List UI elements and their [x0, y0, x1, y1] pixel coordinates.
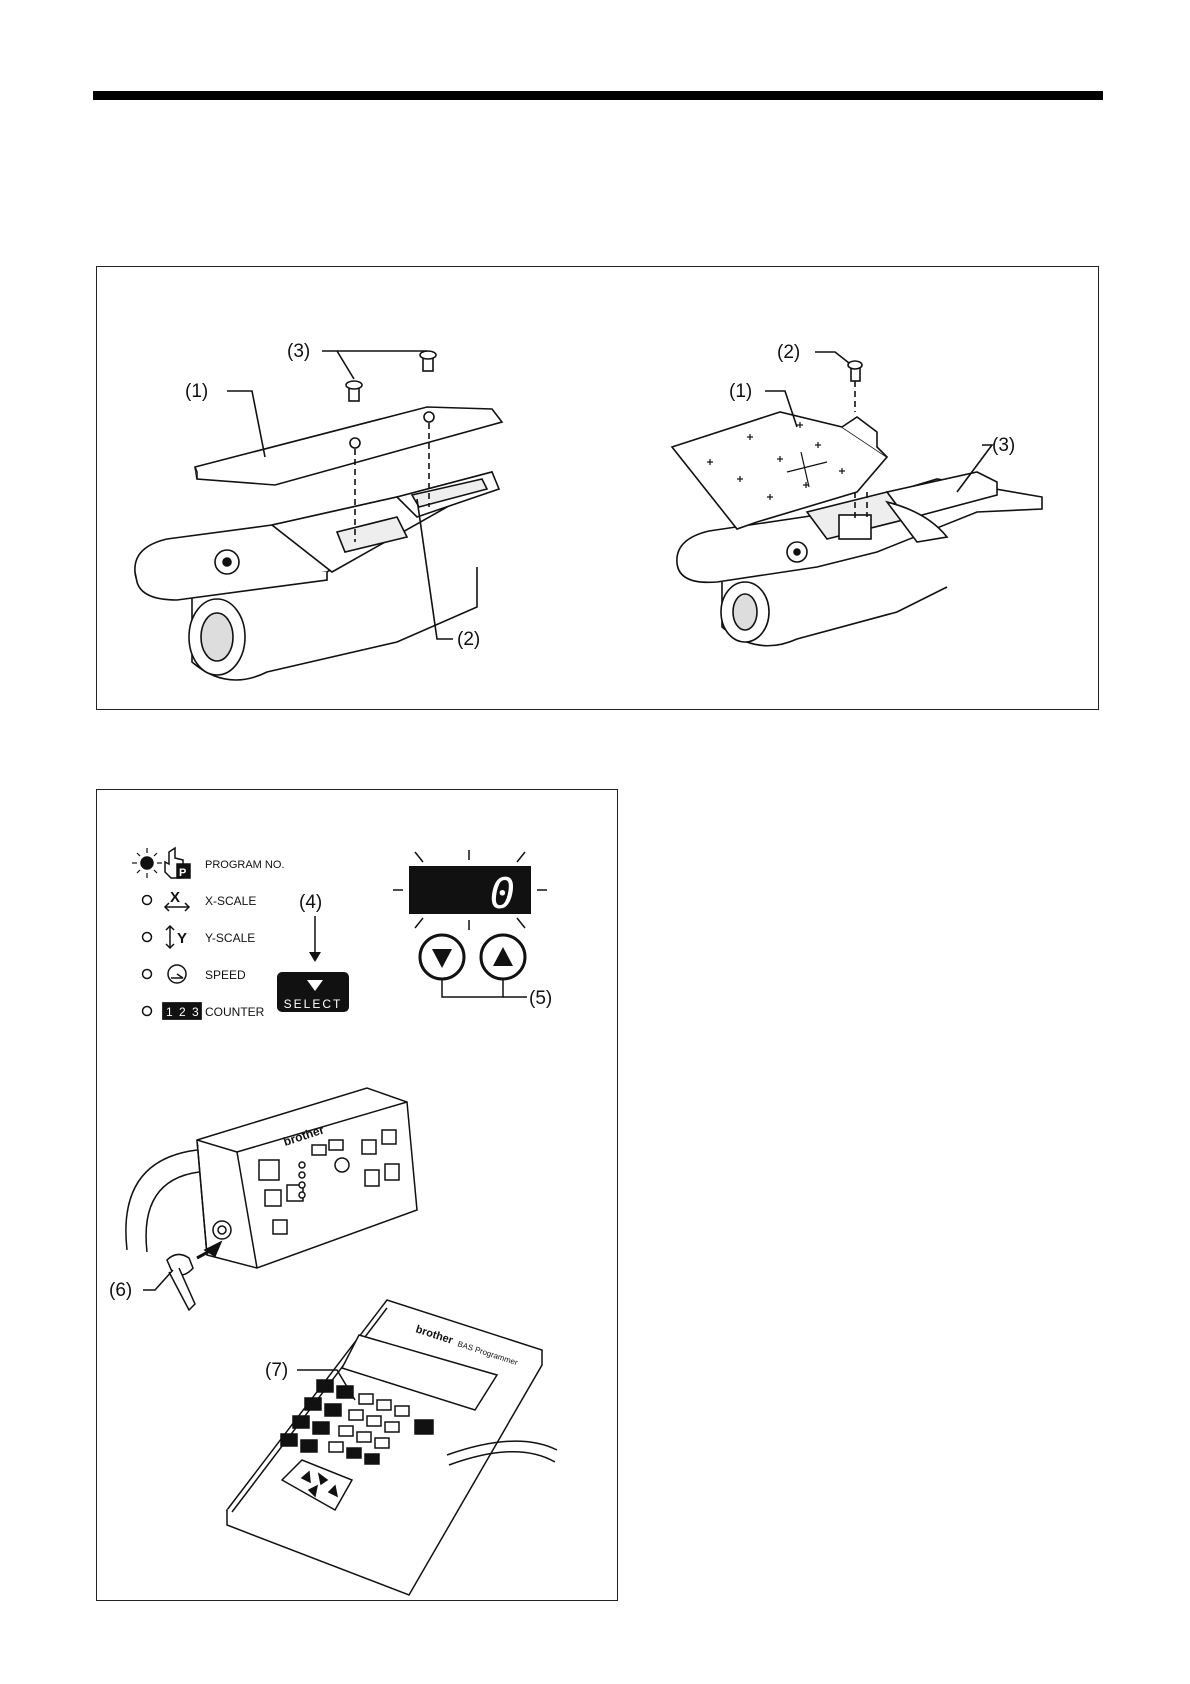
callout-right-2: (2)	[777, 342, 800, 363]
y-glyph: Y	[177, 930, 187, 947]
programmer-device	[227, 1300, 557, 1595]
x-glyph: X	[170, 889, 180, 906]
indicator-x-scale-label: X-SCALE	[205, 894, 256, 908]
callout-6: (6)	[109, 1280, 132, 1301]
led-display-value: 0	[490, 869, 515, 918]
callout-right-1: (1)	[729, 381, 752, 402]
indicator-speed-label: SPEED	[205, 968, 246, 982]
y-scale-icon	[166, 926, 174, 948]
callout-4: (4)	[299, 892, 322, 913]
top-rule	[93, 91, 1103, 100]
counter-digit-1: 1	[166, 1005, 173, 1019]
select-key-label: SELECT	[284, 997, 343, 1011]
callout-left-1: (1)	[185, 381, 208, 402]
figure-bottom-panel: P X Y	[96, 789, 618, 1601]
counter-digit-2: 2	[179, 1005, 186, 1019]
work-clamp-illustration: (1) (2) (3)	[97, 267, 1100, 711]
callout-right-3: (3)	[992, 435, 1015, 456]
callout-5: (5)	[529, 988, 552, 1009]
indicator-list: P X Y	[132, 848, 201, 1019]
right-assembly	[672, 352, 1042, 646]
operation-panel-illustration: P X Y	[97, 790, 619, 1602]
control-box	[126, 1088, 417, 1310]
speed-icon	[168, 965, 186, 983]
indicator-counter-label: COUNTER	[205, 1005, 265, 1019]
led-lit	[141, 857, 153, 869]
indicator-program-no-label: PROGRAM NO.	[205, 859, 284, 871]
counter-digit-3: 3	[192, 1005, 199, 1019]
callout-7: (7)	[265, 1360, 288, 1381]
p-glyph: P	[179, 867, 186, 879]
indicator-y-scale-label: Y-SCALE	[205, 931, 255, 945]
callout-left-3: (3)	[287, 341, 310, 362]
figure-top-panel: (1) (2) (3)	[96, 266, 1099, 710]
callout-left-2: (2)	[457, 629, 480, 650]
